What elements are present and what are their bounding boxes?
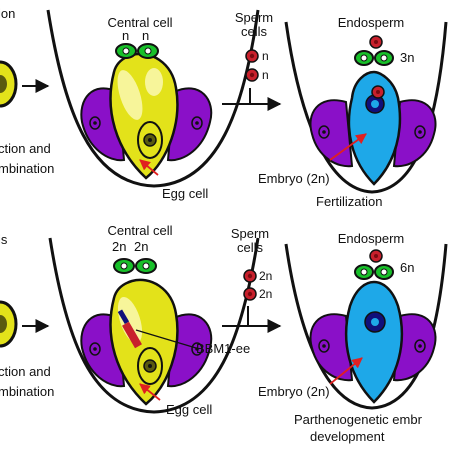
- top-endosperm-body: [347, 70, 402, 186]
- bottom-central-ploidy-b: 2n: [134, 239, 148, 254]
- bottom-egg-cell: [137, 347, 163, 385]
- bottom-row: is ction and mbination: [0, 223, 448, 444]
- bottom-polar-nuclei: [113, 258, 157, 274]
- bottom-embryo-pointer: [329, 357, 363, 385]
- top-central-cell-label: Central cell: [107, 15, 172, 30]
- bbm1-construct-icon: [117, 309, 142, 349]
- bottom-sperm-label-2: cells: [237, 240, 264, 255]
- bottom-central-cell-label: Central cell: [107, 223, 172, 238]
- bottom-endosperm-nuclei: [354, 249, 394, 280]
- top-zygote: [365, 85, 385, 114]
- top-ovule-after: [284, 21, 448, 194]
- top-left-ovule-icon: [0, 60, 18, 108]
- top-sperm-ploidy-b: n: [262, 68, 269, 82]
- bottom-egg-cell-label: Egg cell: [166, 402, 212, 417]
- top-egg-pointer: [139, 159, 159, 176]
- bottom-sperm-cells: [243, 269, 257, 301]
- bottom-ovule-wall: [48, 237, 260, 414]
- top-sperm-ploidy-a: n: [262, 49, 269, 63]
- bottom-central-ploidy-a: 2n: [112, 239, 126, 254]
- bottom-sperm-ploidy-a: 2n: [259, 269, 272, 283]
- bbm1-label: BBM1-ee: [196, 341, 250, 356]
- bottom-embryo-label: Embryo (2n): [258, 384, 330, 399]
- top-sperm-label-1: Sperm: [235, 10, 273, 25]
- bottom-synergid-right-2: [392, 313, 437, 382]
- bottom-left-ovule-icon: [0, 300, 18, 348]
- top-result-label: Fertilization: [316, 194, 382, 209]
- bottom-synergid-left-2: [309, 313, 354, 382]
- top-endosperm-nuclei: [354, 35, 394, 66]
- bottom-sperm-ploidy-b: 2n: [259, 287, 272, 301]
- bottom-ovule-after: [284, 243, 448, 410]
- top-row: ion ction and mbination: [0, 6, 448, 209]
- bottom-title-fragment: is: [0, 232, 8, 247]
- bottom-endosperm-body: [344, 280, 404, 404]
- top-left-text-2: mbination: [0, 161, 54, 176]
- bottom-left-text-2: mbination: [0, 384, 54, 399]
- bottom-result-line-2: development: [310, 429, 385, 444]
- bottom-ovule-before: [48, 237, 260, 414]
- top-egg-cell: [137, 121, 163, 159]
- bottom-egg-pointer: [139, 383, 161, 401]
- top-ovule-wall: [46, 9, 260, 188]
- top-egg-cell-label: Egg cell: [162, 186, 208, 201]
- top-embryo-label: Embryo (2n): [258, 171, 330, 186]
- top-synergid-right-2: [392, 99, 437, 168]
- top-title-fragment: ion: [0, 6, 15, 21]
- bottom-endosperm-label: Endosperm: [338, 231, 404, 246]
- top-central-ploidy-a: n: [122, 28, 129, 43]
- top-synergid-right: [166, 87, 213, 162]
- bottom-synergid-right: [166, 313, 213, 388]
- bottom-endosperm-ploidy: 6n: [400, 260, 414, 275]
- bottom-result-line-1: Parthenogenetic embr: [294, 412, 423, 427]
- top-ovule-before: [46, 9, 260, 188]
- top-sperm-cells: [245, 49, 259, 82]
- top-endosperm-label: Endosperm: [338, 15, 404, 30]
- bottom-embryo: [364, 311, 386, 333]
- bottom-ovule-wall-2: [284, 243, 448, 410]
- top-endosperm-ploidy: 3n: [400, 50, 414, 65]
- bottom-sperm-label-1: Sperm: [231, 226, 269, 241]
- top-synergid-left-2: [309, 99, 354, 168]
- top-sperm-label-2: cells: [241, 24, 268, 39]
- top-embryo-pointer: [329, 133, 367, 161]
- top-left-text-1: ction and: [0, 141, 51, 156]
- top-central-ploidy-b: n: [142, 28, 149, 43]
- top-polar-nuclei: [115, 43, 159, 59]
- top-ovule-wall-2: [284, 21, 448, 194]
- bbm1-pointer: [135, 329, 197, 349]
- bottom-left-text-1: ction and: [0, 364, 51, 379]
- top-sperm-connector: [222, 88, 251, 105]
